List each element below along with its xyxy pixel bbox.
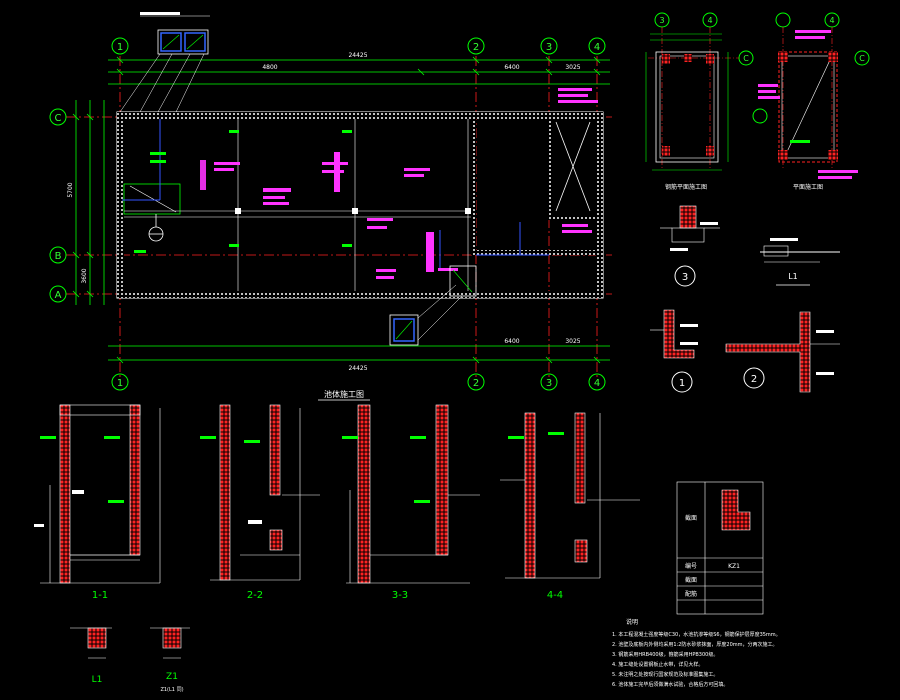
dim-left-v2: 3600	[81, 268, 88, 283]
section-l1-label: L1	[92, 675, 103, 685]
detail-3	[660, 205, 720, 287]
dim-seg-mid-bottom: 6400	[504, 338, 519, 345]
table-row1-value: KZ1	[728, 563, 740, 570]
axis-lines	[66, 56, 612, 380]
dim-seg-left: 4800	[262, 64, 277, 71]
axis-label-2-bottom: 2	[473, 378, 479, 389]
section-1-1	[34, 404, 161, 584]
plan-title: 池体施工图	[324, 389, 364, 399]
section-1-1-label: 1-1	[92, 590, 108, 601]
detail-a-axis-c: C	[743, 54, 749, 63]
detail-2-label: 2	[751, 374, 757, 385]
axis-label-4-top: 4	[594, 42, 600, 53]
detail-1-label: 1	[679, 378, 685, 389]
section-3-3-label: 3-3	[392, 590, 408, 601]
notes-title: 说明	[626, 618, 638, 626]
section-4-4-label: 4-4	[547, 590, 563, 601]
notes-line-1: 1. 本工程混凝土强度等级C30，水池抗渗等级S6，钢筋保护层厚度35mm。	[612, 631, 781, 638]
notes-block: 说明 1. 本工程混凝土强度等级C30，水池抗渗等级S6，钢筋保护层厚度35mm…	[612, 618, 781, 688]
notes-line-5: 5. 未注明之处按现行国家规范及标准图集施工。	[612, 671, 718, 678]
plan-walls	[116, 111, 604, 299]
section-2-2-label: 2-2	[247, 590, 263, 601]
axis-bubbles-top	[49, 37, 606, 391]
section-2-2	[210, 404, 320, 581]
column-table	[676, 481, 764, 615]
detail-2	[725, 311, 840, 393]
detail-top-a	[645, 12, 754, 171]
dimension-lines	[72, 56, 610, 364]
axis-label-1-bottom: 1	[117, 378, 123, 389]
section-4-4	[500, 412, 640, 579]
axis-label-a: A	[55, 290, 62, 301]
dim-seg-right: 3025	[565, 64, 580, 71]
detail-1	[650, 309, 698, 393]
detail-top-a-title: 钢筋平面施工图	[665, 183, 707, 191]
axis-label-2-top: 2	[473, 42, 479, 53]
section-z1-note: Z1(L1 同)	[160, 687, 183, 693]
section-3-3	[346, 404, 480, 584]
dim-overall-bottom: 24425	[348, 365, 367, 372]
callout-top	[119, 12, 210, 113]
axis-label-1-top: 1	[117, 42, 123, 53]
detail-top-b-title: 平面施工图	[793, 183, 823, 191]
axis-label-3-top: 3	[546, 42, 552, 53]
detail-b-axis-c: C	[859, 54, 865, 63]
plan-annotations	[200, 88, 598, 279]
callout-bottom	[389, 265, 477, 346]
dim-seg-right-bottom: 3025	[565, 338, 580, 345]
detail-a-axis-2: 4	[707, 16, 712, 25]
axis-label-c: C	[55, 113, 62, 124]
table-header-section: 截面	[685, 514, 697, 522]
l1-detail-label: L1	[788, 272, 798, 281]
section-labels-small	[40, 432, 564, 503]
detail-a-axis-1: 3	[659, 16, 664, 25]
plan-small-labels	[134, 130, 352, 253]
dim-left-v1: 5700	[67, 182, 74, 197]
ground-symbol-icon	[148, 214, 164, 242]
axis-label-3-bottom: 3	[546, 378, 552, 389]
axis-label-4-bottom: 4	[594, 378, 600, 389]
detail-b-axis-4: 4	[829, 16, 834, 25]
dim-overall-top: 24425	[348, 52, 367, 59]
detail-top-b	[752, 12, 870, 179]
section-z1	[150, 627, 190, 659]
section-l1	[70, 627, 112, 659]
table-row3-label: 配筋	[685, 590, 697, 598]
section-z1-label: Z1	[166, 672, 178, 682]
notes-line-4: 4. 施工缝处设置钢板止水带，详见大样。	[612, 661, 703, 668]
table-row1-label: 编号	[685, 562, 697, 570]
plan-pipes	[122, 119, 549, 270]
axis-label-b: B	[55, 251, 62, 262]
notes-line-6: 6. 池体施工完毕后须做满水试验，合格后方可回填。	[612, 681, 728, 688]
plan-beams	[124, 119, 471, 291]
dim-seg-mid: 6400	[504, 64, 519, 71]
notes-line-2: 2. 池壁及底板内外侧均采用1:2防水砂浆抹面，厚度20mm，分两次施工。	[612, 641, 778, 648]
detail-3-label: 3	[682, 272, 688, 283]
table-row2-label: 截面	[685, 576, 697, 584]
notes-line-3: 3. 钢筋采用HRB400级，箍筋采用HPB300级。	[612, 651, 718, 658]
beam-l1-detail	[760, 238, 840, 286]
